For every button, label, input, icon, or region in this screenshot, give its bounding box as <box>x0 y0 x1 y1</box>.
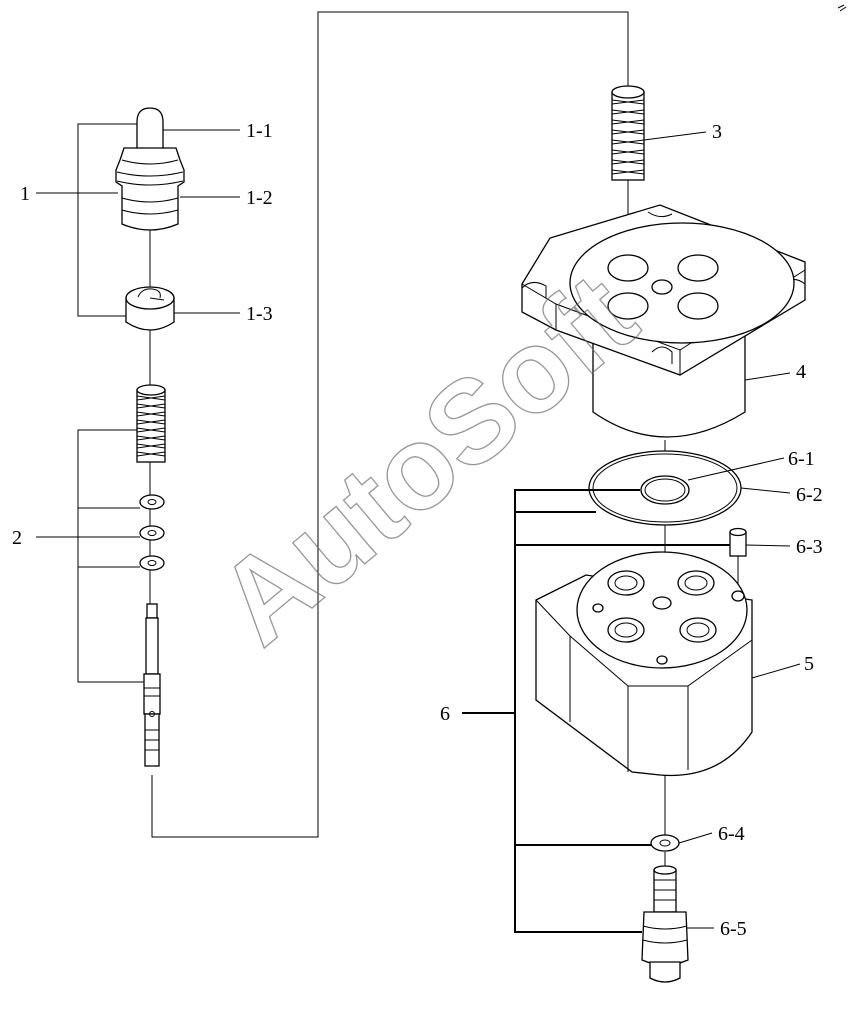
label-6-1: 6-1 <box>788 448 815 470</box>
label-1-1: 1-1 <box>246 120 273 142</box>
callout-labels: 1 1-1 1-2 1-3 2 3 4 5 6 6-1 6-2 6-3 6-4 … <box>12 120 823 940</box>
label-1: 1 <box>20 183 30 205</box>
part-5-valve-body <box>535 551 753 777</box>
part-1-2-plug <box>115 147 185 231</box>
label-6-3: 6-3 <box>796 536 823 558</box>
label-5: 5 <box>804 653 814 675</box>
label-2: 2 <box>12 527 22 549</box>
label-6-2: 6-2 <box>796 484 823 506</box>
part-4-casing <box>521 204 806 438</box>
corner-mark <box>837 4 847 12</box>
part-1-1-cap <box>136 107 164 161</box>
part-3-spring <box>611 85 645 181</box>
part-6-5-plug <box>641 865 689 983</box>
part-2-washers <box>139 494 165 571</box>
part-1-3-seat <box>125 286 175 331</box>
label-6-4: 6-4 <box>718 823 745 845</box>
group-1-bracket <box>36 123 140 317</box>
label-1-3: 1-3 <box>246 303 273 325</box>
part-6-4-washer <box>650 834 680 852</box>
group-6-bracket <box>462 489 730 933</box>
leader-lines <box>163 129 801 929</box>
part-2-spring <box>136 384 166 463</box>
label-6: 6 <box>440 703 450 725</box>
label-3: 3 <box>712 121 722 143</box>
part-2-spool <box>143 603 161 767</box>
part-6-3-pin <box>729 527 747 557</box>
label-1-2: 1-2 <box>246 187 273 209</box>
label-4: 4 <box>796 361 806 383</box>
label-6-5: 6-5 <box>720 918 747 940</box>
group-2-bracket <box>36 429 150 683</box>
part-6-1-oring <box>640 475 690 505</box>
